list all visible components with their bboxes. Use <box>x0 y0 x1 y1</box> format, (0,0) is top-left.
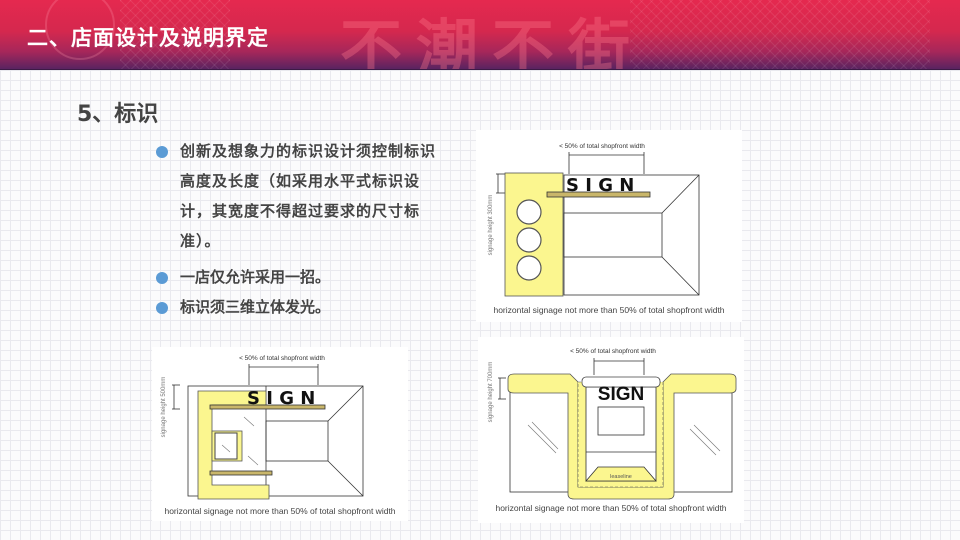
page-title: 二、店面设计及说明界定 <box>27 26 269 50</box>
banner-mesh-decoration <box>120 0 230 69</box>
sign-text: S I G N <box>247 388 315 409</box>
bullet-dot-icon <box>156 302 168 314</box>
bullet-dot-icon <box>156 272 168 284</box>
width-label: < 50% of total shopfront width <box>570 348 656 355</box>
section-title: 5、标识 <box>77 102 159 127</box>
bullet-item: 创新及想象力的标识设计须控制标识高度及长度（如采用水平式标识设计，其宽度不得超过… <box>156 136 446 256</box>
sign-text: SIGN <box>598 384 644 405</box>
bullet-item: 标识须三维立体发光。 <box>156 292 446 322</box>
banner-mesh-decoration <box>630 0 930 69</box>
figure-signage-300mm: signage height 300mm < 50% of total shop… <box>476 130 742 322</box>
figure-signage-500mm: signage height 500mm < 50% of total shop… <box>152 347 408 521</box>
figure-signage-700mm: signage height 700mm < 50% of total shop… <box>478 337 744 523</box>
height-label: signage height 300mm <box>488 195 494 256</box>
height-label: signage height 500mm <box>161 377 167 438</box>
bullet-text: 创新及想象力的标识设计须控制标识高度及长度（如采用水平式标识设计，其宽度不得超过… <box>180 142 437 250</box>
banner-circle-decoration <box>45 0 115 60</box>
bullet-list: 创新及想象力的标识设计须控制标识高度及长度（如采用水平式标识设计，其宽度不得超过… <box>156 136 446 322</box>
bullet-dot-icon <box>156 146 168 158</box>
height-label: signage height 700mm <box>488 362 494 423</box>
leaseline-label: leaseline <box>610 474 632 480</box>
header-banner: 不潮不街 二、店面设计及说明界定 <box>0 0 960 70</box>
sign-text: S I G N <box>566 175 634 196</box>
bullet-item: 一店仅允许采用一招。 <box>156 262 446 292</box>
banner-decorative-text: 不潮不街 <box>340 12 645 70</box>
bullet-text: 标识须三维立体发光。 <box>180 298 331 316</box>
figure-caption: horizontal signage not more than 50% of … <box>495 503 726 513</box>
width-label: < 50% of total shopfront width <box>559 143 645 150</box>
figure-caption: horizontal signage not more than 50% of … <box>164 506 395 516</box>
bullet-text: 一店仅允许采用一招。 <box>180 268 331 286</box>
width-label: < 50% of total shopfront width <box>239 355 325 362</box>
figure-caption: horizontal signage not more than 50% of … <box>493 305 724 315</box>
